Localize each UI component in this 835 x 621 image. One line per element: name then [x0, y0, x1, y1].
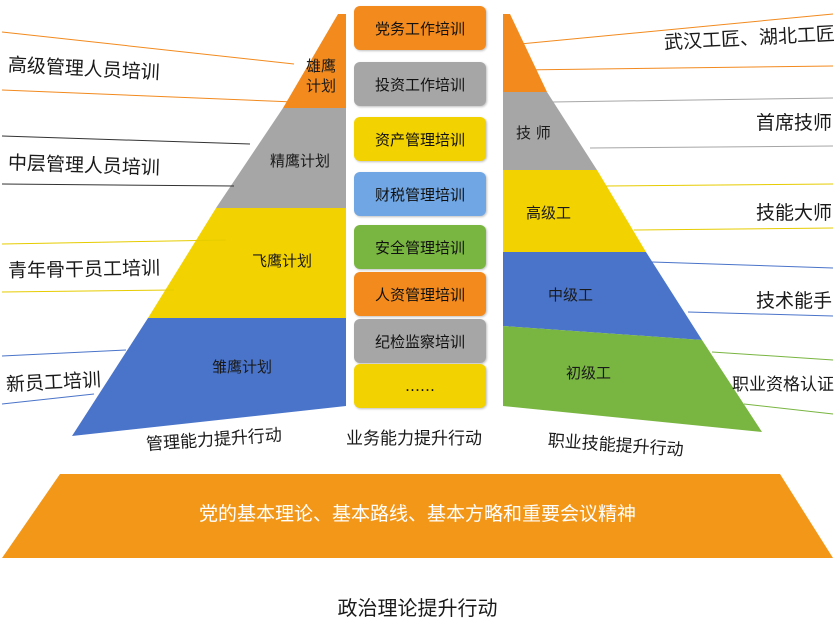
right-side-label-chief-technician: 首席技师 — [756, 112, 833, 134]
left-tier-label-3: 飞鹰计划 — [252, 252, 313, 270]
center-caption: 业务能力提升行动 — [346, 429, 482, 449]
right-tier-label-junior: 初级工 — [566, 364, 612, 382]
left-leader-lines — [1, 31, 295, 405]
left-tier-label-4: 雏鹰计划 — [212, 358, 273, 376]
center-box-ellipsis: …… — [354, 364, 486, 408]
left-tier-3 — [148, 208, 346, 318]
right-side-label-technical-expert: 技术能手 — [756, 290, 833, 312]
right-tier-label-senior: 高级工 — [526, 204, 572, 222]
center-box-investment: 投资工作培训 — [354, 62, 486, 106]
left-tier-label-top: 雄鹰 计划 — [306, 57, 337, 95]
right-tier-label-technician: 技 师 — [516, 124, 551, 142]
right-side-label-certification: 职业资格认证 — [732, 375, 834, 395]
left-tier-4 — [72, 318, 346, 436]
right-tier-4 — [503, 252, 702, 340]
right-side-label-skill-master: 技能大师 — [756, 202, 833, 224]
center-box-safety: 安全管理培训 — [354, 225, 486, 269]
right-tier-5 — [503, 326, 762, 432]
center-box-asset-management: 资产管理培训 — [354, 117, 486, 161]
left-side-label-young: 青年骨干员工培训 — [7, 257, 161, 282]
center-box-finance-tax: 财税管理培训 — [354, 172, 486, 216]
left-tier-top — [283, 14, 346, 108]
base-text: 党的基本理论、基本路线、基本方略和重要会议精神 — [198, 503, 636, 525]
right-leader-lines — [519, 13, 834, 415]
center-box-hr: 人资管理培训 — [354, 272, 486, 316]
bottom-title: 政治理论提升行动 — [337, 596, 498, 620]
left-side-label-middle: 中层管理人员培训 — [7, 152, 161, 180]
base-band — [2, 474, 833, 558]
right-tier-3 — [503, 170, 646, 252]
left-tier-2 — [216, 108, 346, 208]
left-side-label-new: 新员工培训 — [5, 369, 102, 396]
center-box-discipline: 纪检监察培训 — [354, 319, 486, 363]
right-tier-top — [503, 14, 547, 92]
center-box-party-affairs: 党务工作培训 — [354, 6, 486, 50]
left-tier-label-2: 精鹰计划 — [270, 152, 331, 170]
right-tier-2 — [503, 92, 597, 170]
right-tier-label-intermediate: 中级工 — [548, 286, 594, 304]
